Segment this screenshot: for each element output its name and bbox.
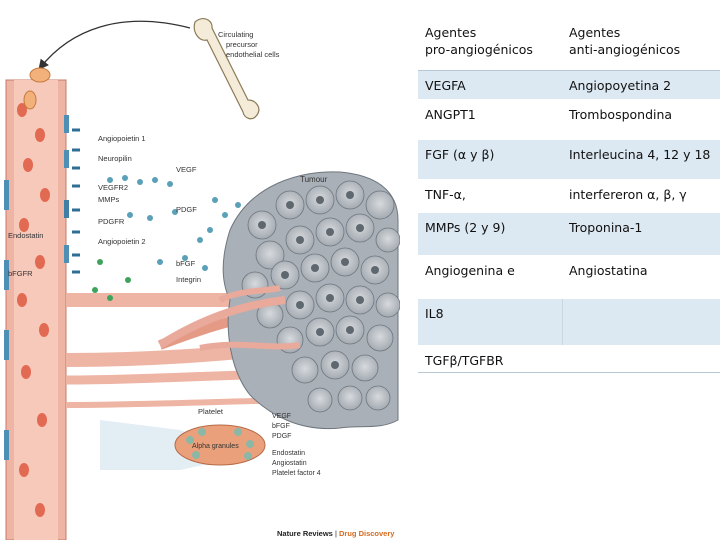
svg-text:Platelet factor 4: Platelet factor 4 [272,470,321,477]
endostatin-label: Endostatin [8,231,43,240]
growth-factor-particles [92,175,241,301]
angiogenesis-illustration: Circulating precursor endothelial cells … [4,18,401,541]
svg-text:Alpha granules: Alpha granules [192,443,239,450]
table-row: FGF (α y β) Interleucina 4, 12 y 18 [418,139,720,180]
tumour-mass [222,171,401,430]
platelet [100,420,266,470]
svg-text:Circulating: Circulating [218,30,253,39]
integrin-label: Integrin [176,275,201,284]
table-row: TGFβ/TGFBR [418,345,720,373]
receptor-cluster [4,115,80,460]
tumour-label: Tumour [300,175,328,184]
mmps-label: MMPs [98,195,119,204]
bone-arrow [38,20,191,71]
sprouting-vessels [157,285,301,351]
circulating-label: Circulating precursor endothelial cells [218,30,280,59]
bone-marrow-bone [193,18,260,120]
angiopoietin2-label: Angiopoietin 2 [98,237,146,246]
table-row: Angiogenina e Angiostatina [418,255,720,299]
svg-text:Angiostatin: Angiostatin [272,460,307,467]
svg-text:endothelial cells: endothelial cells [226,50,280,59]
svg-text:Nature Reviews | Drug Discover: Nature Reviews | Drug Discovery [277,529,395,538]
table-row: ANGPT1 Trombospondina [418,99,720,140]
svg-text:VEGF: VEGF [272,413,291,420]
svg-text:precursor: precursor [226,40,258,49]
vegfr2-label: VEGFR2 [98,183,128,192]
svg-text:bFGF: bFGF [272,423,290,430]
angiogenesis-figure: Circulating precursor endothelial cells … [4,18,401,541]
table-row: IL8 [418,298,720,346]
svg-text:Endostatin: Endostatin [272,450,305,457]
table-row: MMPs (2 y 9) Troponina-1 [418,212,720,256]
pdgf-label: PDGF [176,205,197,214]
bfgf-label: bFGF [176,259,196,268]
svg-text:PDGF: PDGF [272,433,291,440]
platelet-labels: Platelet Alpha granules VEGF bFGF PDGF E… [192,407,321,477]
angiopoietin1-label: Angiopoietin 1 [98,134,146,143]
neuropilin-label: Neuropilin [98,154,132,163]
pdgfr-label: PDGFR [98,217,125,226]
bfgfr-label: bFGFR [8,269,33,278]
journal-credit: Nature Reviews | Drug Discovery [277,529,395,538]
table-row: VEGFA Angiopoyetina 2 [418,70,720,100]
vegf-label: VEGF [176,165,197,174]
table-row: TNF-α, interfereron α, β, γ [418,179,720,213]
svg-text:Platelet: Platelet [198,407,224,416]
